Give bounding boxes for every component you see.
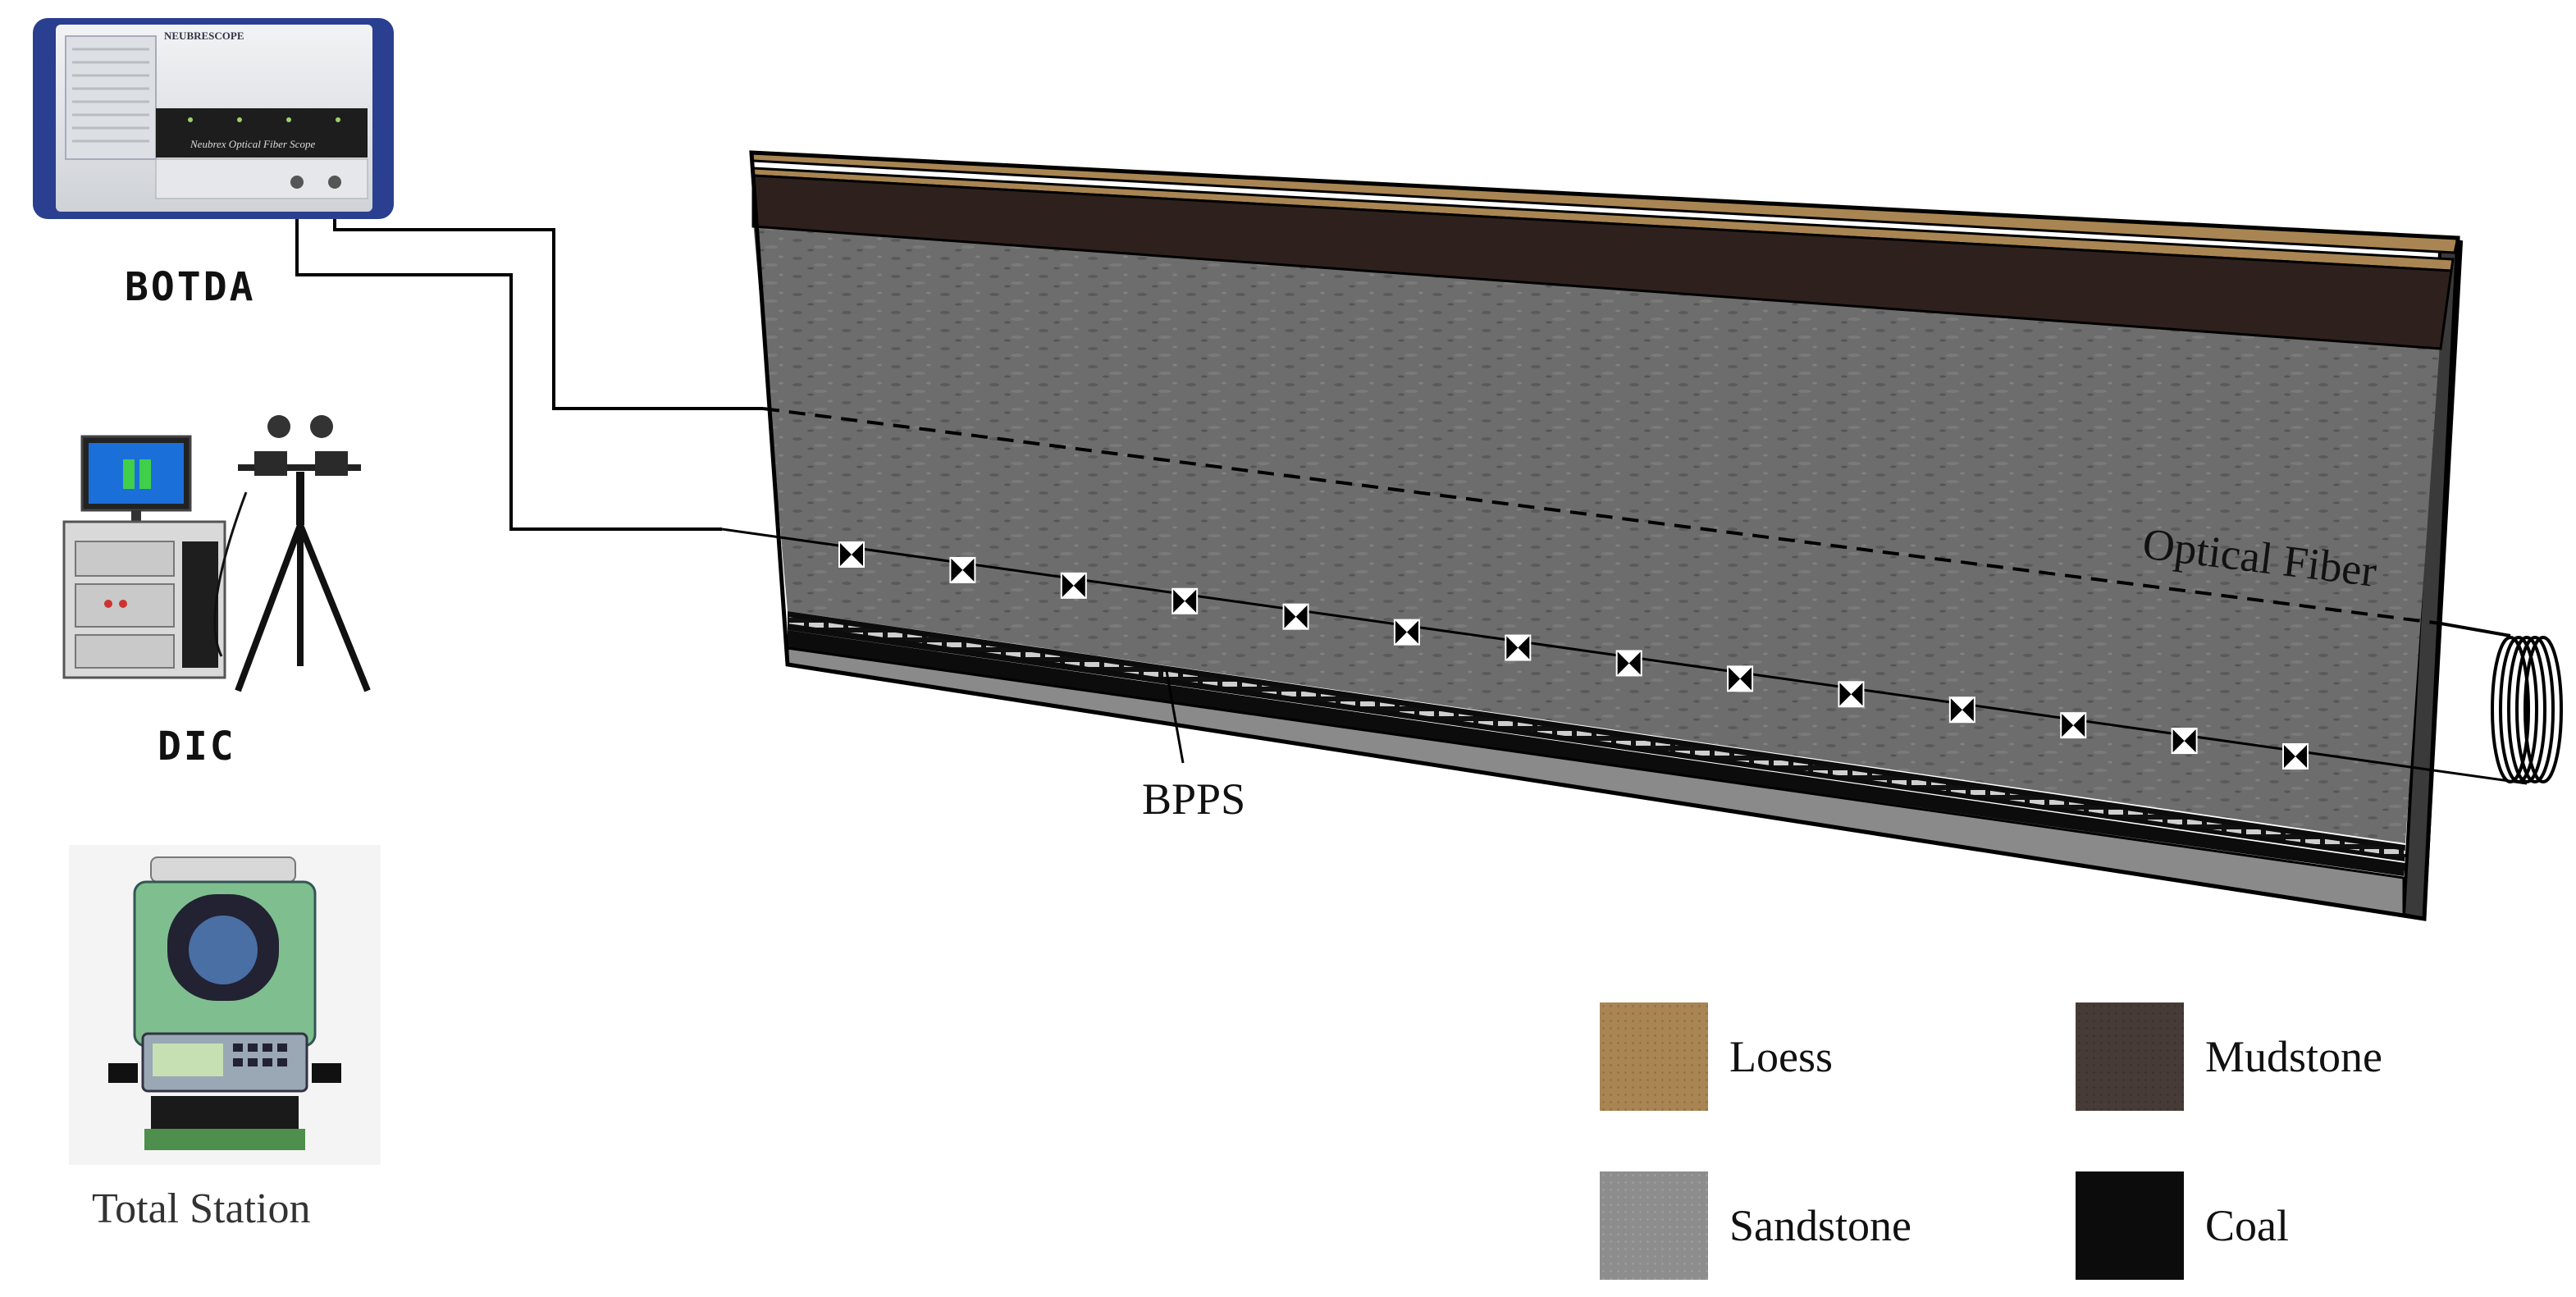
monitoring-marker [1727,665,1754,692]
fiber-coil [2440,622,2563,783]
legend-item-mudstone: Mudstone [2076,1002,2382,1111]
legend-item-coal: Coal [2076,1171,2289,1280]
sandstone-layer [753,221,2441,843]
bpps-label: BPPS [1142,774,1245,824]
mudstone-swatch [2076,1002,2184,1111]
legend-item-loess: Loess [1600,1002,1833,1111]
botda-label: BOTDA [125,264,256,310]
total-station-device: Total Station [69,845,381,1232]
total-station-label: Total Station [92,1185,310,1232]
monitoring-markers [838,541,2309,770]
monitoring-marker [1282,603,1309,630]
monitoring-marker [1948,696,1975,724]
bpps-strip [788,617,2405,857]
monitoring-marker [1172,587,1199,614]
legend-item-sandstone: Sandstone [1600,1171,1911,1280]
botda-panel-text: Neubrex Optical Fiber Scope [190,138,315,150]
legend-label-coal: Coal [2205,1201,2289,1250]
model-outline [749,150,2460,921]
monitoring-marker [1838,681,1865,708]
legend-label-loess: Loess [1729,1032,1833,1081]
monitoring-marker [2060,712,2087,739]
loess-swatch [1600,1002,1708,1111]
botda-device: NEUBRESCOPE Neubrex Optical Fiber Scope … [33,18,394,310]
dic-device: DIC [62,415,371,770]
monitoring-marker [2171,728,2198,755]
botda-brand: NEUBRESCOPE [164,30,244,42]
coal-seam-lower [788,630,2405,876]
monitoring-marker [1505,634,1532,661]
sandstone-swatch [1600,1171,1708,1280]
botda-port-1 [290,176,304,189]
botda-port-2 [328,176,341,189]
monitoring-marker [838,541,865,568]
legend-label-mudstone: Mudstone [2205,1032,2382,1081]
bpps-leader [1165,670,1185,764]
coal-swatch [2076,1171,2184,1280]
rock-model: Optical Fiber BPPS [721,150,2563,921]
monitoring-marker [1060,572,1087,599]
monitoring-marker [949,556,976,583]
monitoring-marker [1615,650,1642,677]
dic-label: DIC [158,724,236,770]
monitoring-marker [1393,619,1420,646]
legend-label-sandstone: Sandstone [1729,1201,1911,1250]
mudstone-layer [751,174,2453,350]
monitoring-marker [2282,743,2309,770]
optical-fiber-line [762,407,2441,625]
fiber-cables [295,182,763,531]
